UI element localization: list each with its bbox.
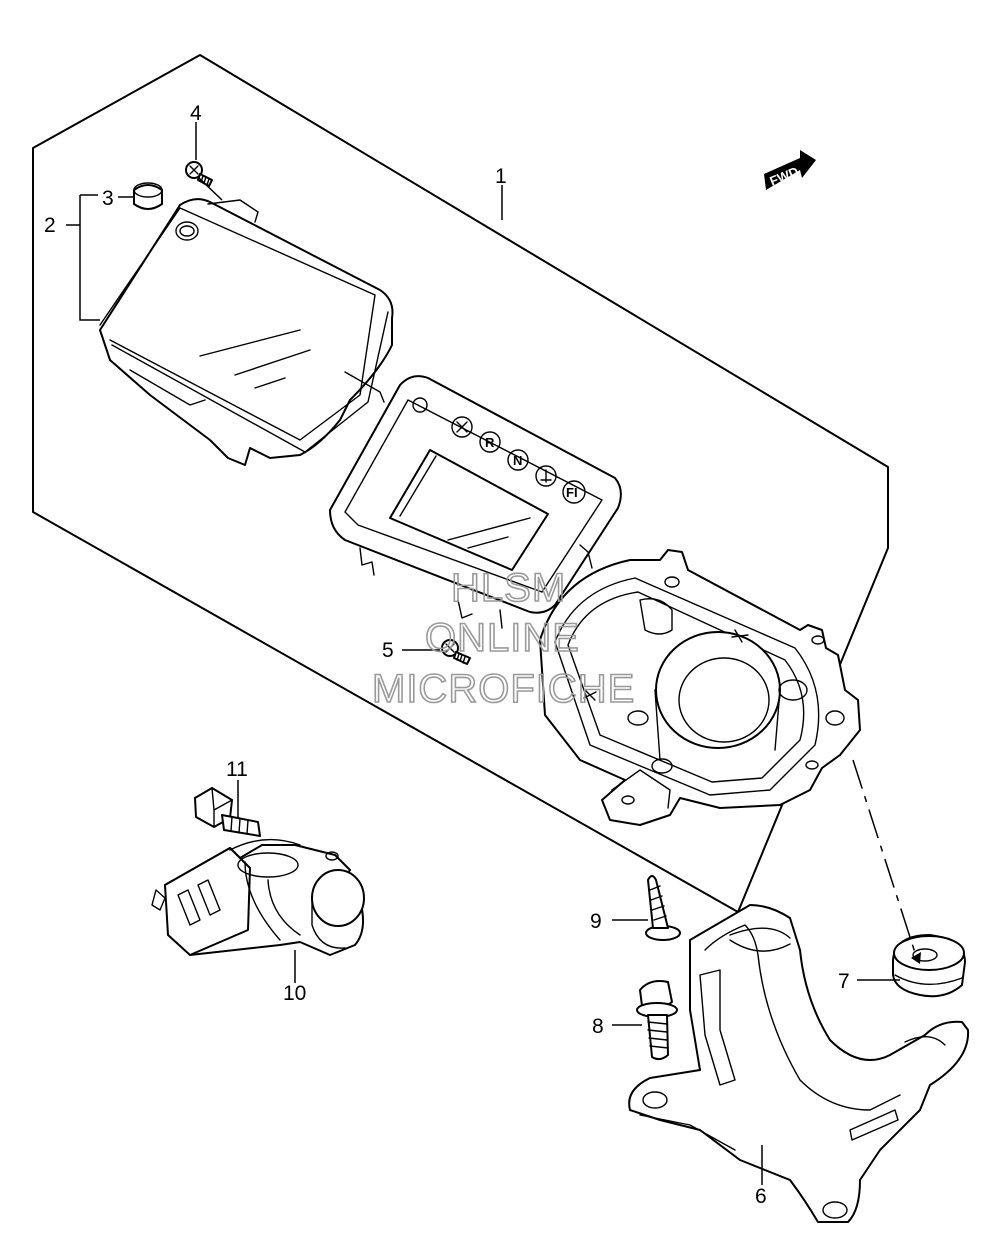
callout-11: 11 bbox=[226, 758, 248, 781]
centerline-arrowhead bbox=[911, 952, 921, 964]
callout-7: 7 bbox=[838, 970, 850, 993]
callout-4: 4 bbox=[190, 102, 202, 125]
watermark: HLSM ONLINE MICROFICHE bbox=[371, 565, 635, 712]
callout-2: 2 bbox=[44, 214, 56, 237]
part-tapping-screw[interactable] bbox=[645, 875, 681, 941]
part-meter-case[interactable] bbox=[539, 549, 861, 826]
part-meter-cover[interactable] bbox=[99, 198, 394, 466]
part-cap[interactable] bbox=[133, 182, 163, 210]
watermark-line-2: ONLINE bbox=[425, 616, 580, 660]
callout-10: 10 bbox=[283, 982, 306, 1005]
watermark-line-1: HLSM bbox=[451, 566, 566, 610]
callout-8: 8 bbox=[592, 1015, 604, 1038]
leader-lines bbox=[66, 122, 900, 1185]
callout-1: 1 bbox=[495, 165, 507, 188]
part-meter-display[interactable]: R N FI bbox=[329, 375, 622, 629]
part-speed-sensor[interactable] bbox=[151, 838, 365, 956]
fwd-arrow-badge: FWD bbox=[764, 150, 816, 190]
indicator-n-glyph: N bbox=[513, 453, 522, 468]
callout-5: 5 bbox=[382, 639, 394, 662]
indicator-fi-glyph: FI bbox=[566, 485, 578, 500]
assembly-boundary bbox=[32, 54, 889, 913]
callout-6: 6 bbox=[755, 1185, 767, 1208]
indicator-r-glyph: R bbox=[485, 435, 495, 450]
callout-3: 3 bbox=[102, 187, 114, 210]
fwd-label: FWD bbox=[768, 164, 801, 189]
part-mount-bracket[interactable] bbox=[628, 904, 970, 1223]
watermark-line-3: MICROFICHE bbox=[372, 667, 635, 711]
part-flange-bolt[interactable] bbox=[636, 980, 678, 1061]
part-screw-4[interactable] bbox=[185, 161, 213, 187]
assembly-centerline bbox=[852, 759, 919, 963]
part-grommet[interactable] bbox=[892, 934, 966, 998]
part-screw-5[interactable] bbox=[441, 639, 471, 665]
part-hex-bolt[interactable] bbox=[194, 787, 261, 837]
callout-9: 9 bbox=[590, 910, 602, 933]
